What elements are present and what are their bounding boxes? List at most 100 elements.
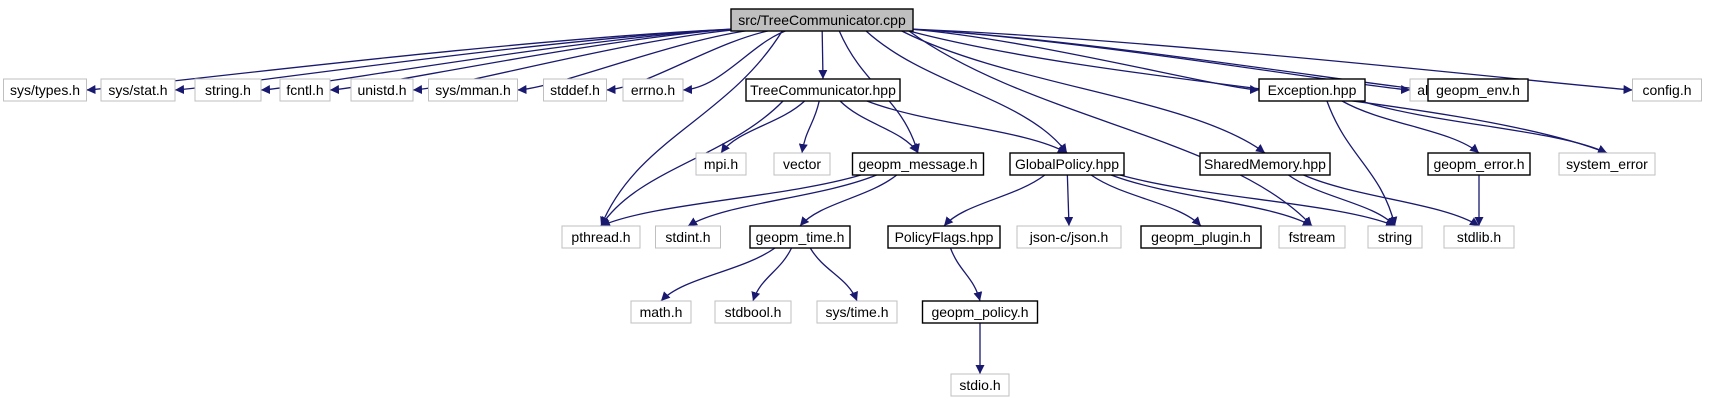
node-box — [1427, 152, 1531, 176]
node-stdio[interactable]: stdio.h — [950, 373, 1010, 397]
edge-root-to-pthread — [600, 30, 783, 227]
node-box — [1199, 152, 1331, 176]
node-policy-flags[interactable]: PolicyFlags.hpp — [887, 225, 1001, 249]
node-box — [1278, 225, 1346, 249]
node-label: geopm_policy.h — [931, 304, 1028, 320]
node-box — [655, 225, 721, 249]
node-root[interactable]: src/TreeCommunicator.cpp — [730, 8, 914, 32]
node-label: json-c/json.h — [1029, 229, 1109, 245]
node-label: math.h — [640, 304, 683, 320]
node-box — [714, 300, 792, 324]
node-box — [350, 78, 414, 102]
node-label: mpi.h — [704, 156, 738, 172]
node-shared-memory[interactable]: SharedMemory.hpp — [1199, 152, 1331, 176]
dependency-edges — [86, 28, 1633, 374]
node-box — [1258, 78, 1366, 102]
node-label: TreeCommunicator.hpp — [750, 82, 896, 98]
node-geopm-time[interactable]: geopm_time.h — [749, 225, 851, 249]
edge-root-to-geopm_env — [908, 28, 1429, 95]
edge-geopm_time-to-math — [660, 247, 776, 302]
edge-tree_hpp-to-pthread — [600, 100, 784, 227]
node-geopm-plugin[interactable]: geopm_plugin.h — [1140, 225, 1262, 249]
node-box — [851, 152, 985, 176]
node-label: geopm_message.h — [858, 156, 977, 172]
node-sys-mman[interactable]: sys/mman.h — [428, 78, 518, 102]
node-sys-time[interactable]: sys/time.h — [816, 300, 898, 324]
edge-root-to-errno — [682, 28, 792, 95]
node-json[interactable]: json-c/json.h — [1016, 225, 1122, 249]
node-errno[interactable]: errno.h — [622, 78, 684, 102]
node-label: Exception.hpp — [1268, 82, 1357, 98]
node-box — [1443, 225, 1515, 249]
edge-root-to-shared_memory — [901, 30, 1266, 154]
edge-shared_memory-to-string — [1288, 174, 1396, 227]
edge-tree_hpp-to-global_policy — [866, 100, 1068, 154]
node-vector[interactable]: vector — [773, 152, 831, 176]
edge-tree_hpp-to-geopm_message — [839, 100, 919, 154]
node-geopm-env[interactable]: geopm_env.h — [1427, 78, 1529, 102]
edge-exception_hpp-to-string — [1326, 100, 1398, 227]
node-unistd[interactable]: unistd.h — [350, 78, 414, 102]
node-geopm-message[interactable]: geopm_message.h — [851, 152, 985, 176]
node-box — [1009, 152, 1125, 176]
node-geopm-policy[interactable]: geopm_policy.h — [921, 300, 1039, 324]
edge-root-to-global_policy — [865, 30, 1068, 154]
node-mpi[interactable]: mpi.h — [695, 152, 747, 176]
node-box — [3, 78, 87, 102]
edge-root-to-exception_hpp — [908, 28, 1260, 95]
node-math[interactable]: math.h — [630, 300, 692, 324]
node-box — [1367, 225, 1423, 249]
node-box — [622, 78, 684, 102]
node-stddef[interactable]: stddef.h — [543, 78, 607, 102]
edge-geopm_message-to-stdint — [687, 174, 877, 227]
node-box — [279, 78, 331, 102]
node-pthread[interactable]: pthread.h — [561, 225, 641, 249]
node-label: sys/mman.h — [435, 82, 510, 98]
edge-exception_hpp-to-system_error — [1360, 100, 1608, 154]
node-box — [1140, 225, 1262, 249]
node-fcntl[interactable]: fcntl.h — [279, 78, 331, 102]
node-label: geopm_env.h — [1436, 82, 1520, 98]
node-label: SharedMemory.hpp — [1204, 156, 1326, 172]
node-label: sys/stat.h — [108, 82, 167, 98]
node-label: config.h — [1642, 82, 1691, 98]
node-label: string.h — [205, 82, 251, 98]
edge-root-to-fstream — [908, 30, 1313, 227]
node-label: stdint.h — [665, 229, 710, 245]
node-box — [543, 78, 607, 102]
node-stdbool[interactable]: stdbool.h — [714, 300, 792, 324]
node-string[interactable]: string — [1367, 225, 1423, 249]
node-label: stdio.h — [959, 377, 1000, 393]
node-system-error[interactable]: system_error — [1558, 152, 1656, 176]
node-box — [950, 373, 1010, 397]
edge-geopm_message-to-geopm_time — [799, 174, 898, 227]
node-stdint[interactable]: stdint.h — [655, 225, 721, 249]
node-label: geopm_time.h — [756, 229, 845, 245]
node-string-h[interactable]: string.h — [194, 78, 262, 102]
node-stdlib[interactable]: stdlib.h — [1443, 225, 1515, 249]
node-label: errno.h — [631, 82, 675, 98]
node-fstream[interactable]: fstream — [1278, 225, 1346, 249]
node-label: fcntl.h — [286, 82, 323, 98]
edge-root-to-config — [908, 28, 1633, 95]
node-label: system_error — [1566, 156, 1648, 172]
node-box — [100, 78, 176, 102]
node-label: src/TreeCommunicator.cpp — [738, 12, 906, 28]
node-box — [1558, 152, 1656, 176]
edge-global_policy-to-fstream — [1110, 174, 1313, 227]
edge-root-to-tree_hpp — [818, 30, 828, 80]
node-box — [1632, 78, 1702, 102]
node-sys-stat[interactable]: sys/stat.h — [100, 78, 176, 102]
node-box — [749, 225, 851, 249]
node-global-policy[interactable]: GlobalPolicy.hpp — [1009, 152, 1125, 176]
node-config[interactable]: config.h — [1632, 78, 1702, 102]
node-exception-hpp[interactable]: Exception.hpp — [1258, 78, 1366, 102]
edge-global_policy-to-geopm_plugin — [1090, 174, 1202, 227]
edge-global_policy-to-policy_flags — [943, 174, 1046, 227]
node-geopm-error[interactable]: geopm_error.h — [1427, 152, 1531, 176]
node-sys-types[interactable]: sys/types.h — [3, 78, 87, 102]
node-label: pthread.h — [571, 229, 630, 245]
node-tree-hpp[interactable]: TreeCommunicator.hpp — [745, 78, 901, 102]
node-box — [1016, 225, 1122, 249]
